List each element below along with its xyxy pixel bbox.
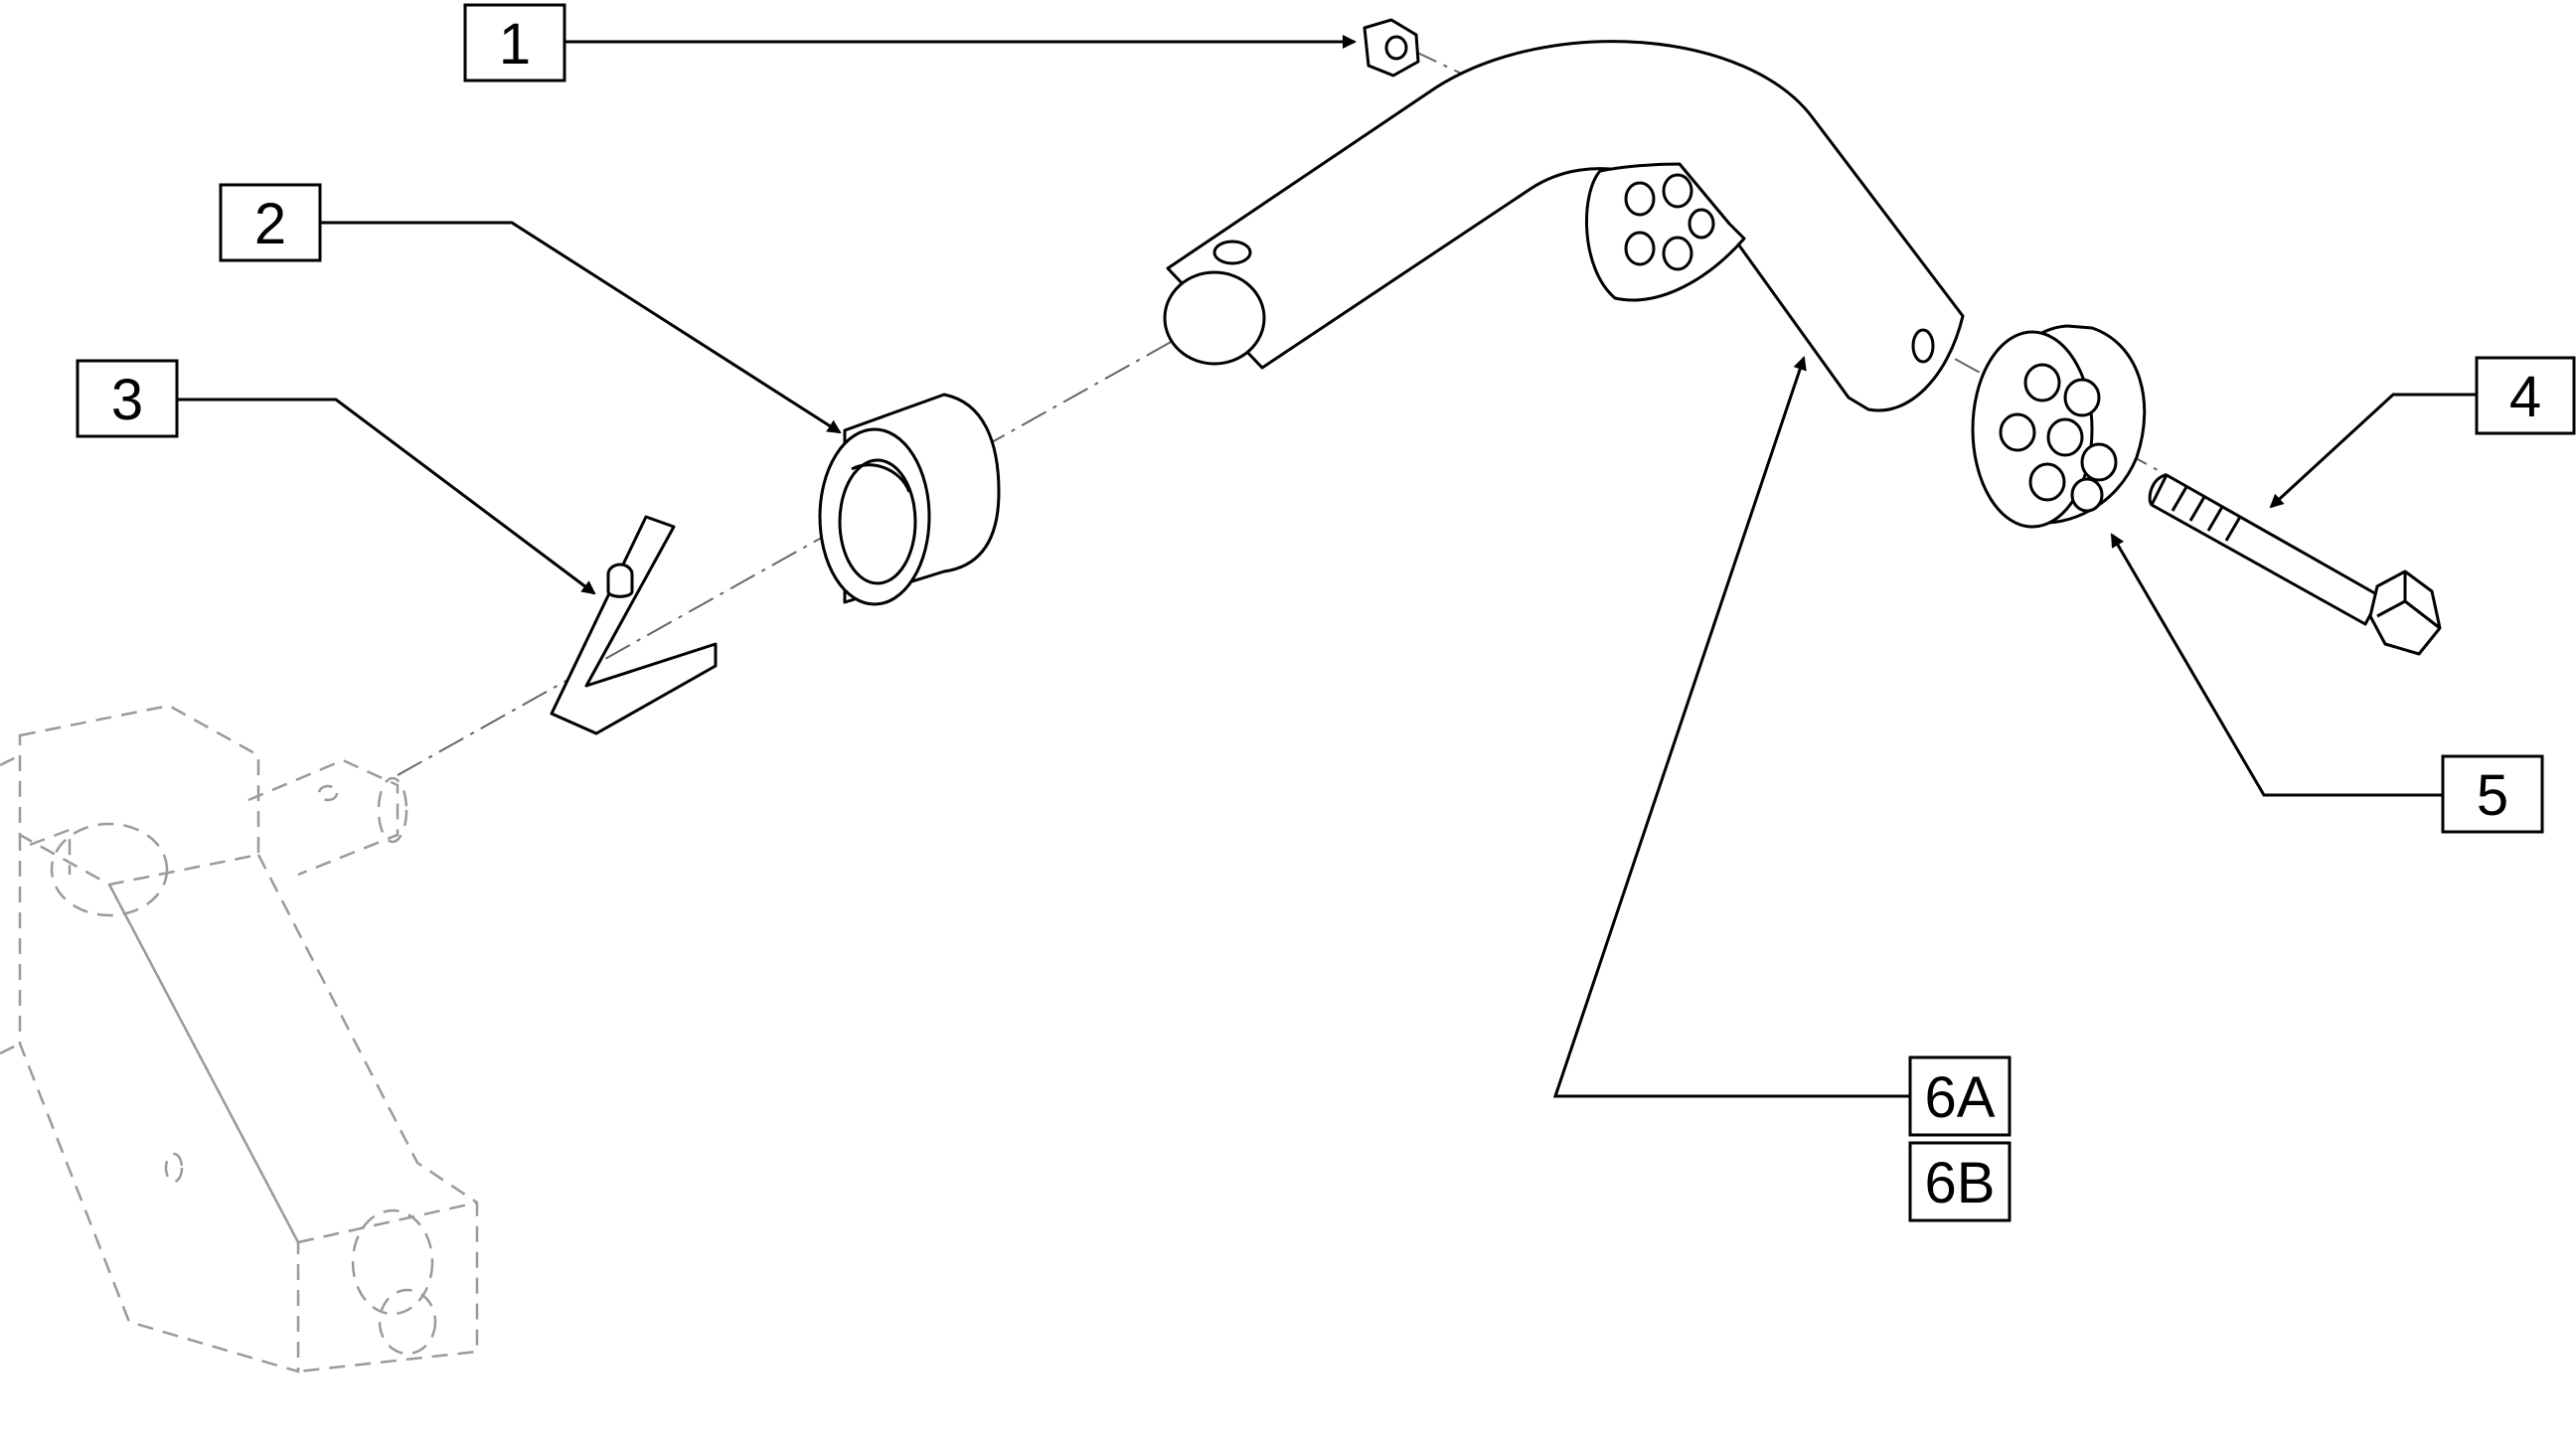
callout-label-3: 3 xyxy=(111,368,143,432)
callout-label-5: 5 xyxy=(2477,763,2508,828)
part-3-spring-clip xyxy=(550,515,718,735)
leader-3 xyxy=(177,398,596,595)
callout-3: 3 xyxy=(76,359,179,438)
callout-2: 2 xyxy=(219,183,322,262)
part-6-bent-tube xyxy=(1163,40,1965,412)
leader-4 xyxy=(2269,393,2480,509)
part-5-footrest-pad xyxy=(1971,324,2147,529)
frame-mount-ghost xyxy=(0,704,479,1373)
part-4-hex-bolt xyxy=(2148,473,2442,656)
callout-5: 5 xyxy=(2441,754,2544,834)
callout-label-4: 4 xyxy=(2509,365,2541,429)
part-1-hex-nut xyxy=(1363,18,1420,78)
callout-label-6b: 6B xyxy=(1925,1151,1996,1215)
leader-5 xyxy=(2110,533,2443,797)
callout-6b: 6B xyxy=(1908,1141,2012,1222)
leader-2 xyxy=(320,221,842,434)
part-2-bushing xyxy=(818,393,1001,606)
callout-1: 1 xyxy=(463,3,566,82)
callout-6a: 6A xyxy=(1908,1055,2012,1137)
callout-label-6a: 6A xyxy=(1925,1065,1996,1130)
callout-label-1: 1 xyxy=(499,12,531,77)
leader-lines xyxy=(177,35,2480,1098)
callout-label-2: 2 xyxy=(254,192,286,256)
callout-4: 4 xyxy=(2475,356,2576,435)
leader-6 xyxy=(1552,356,1910,1098)
